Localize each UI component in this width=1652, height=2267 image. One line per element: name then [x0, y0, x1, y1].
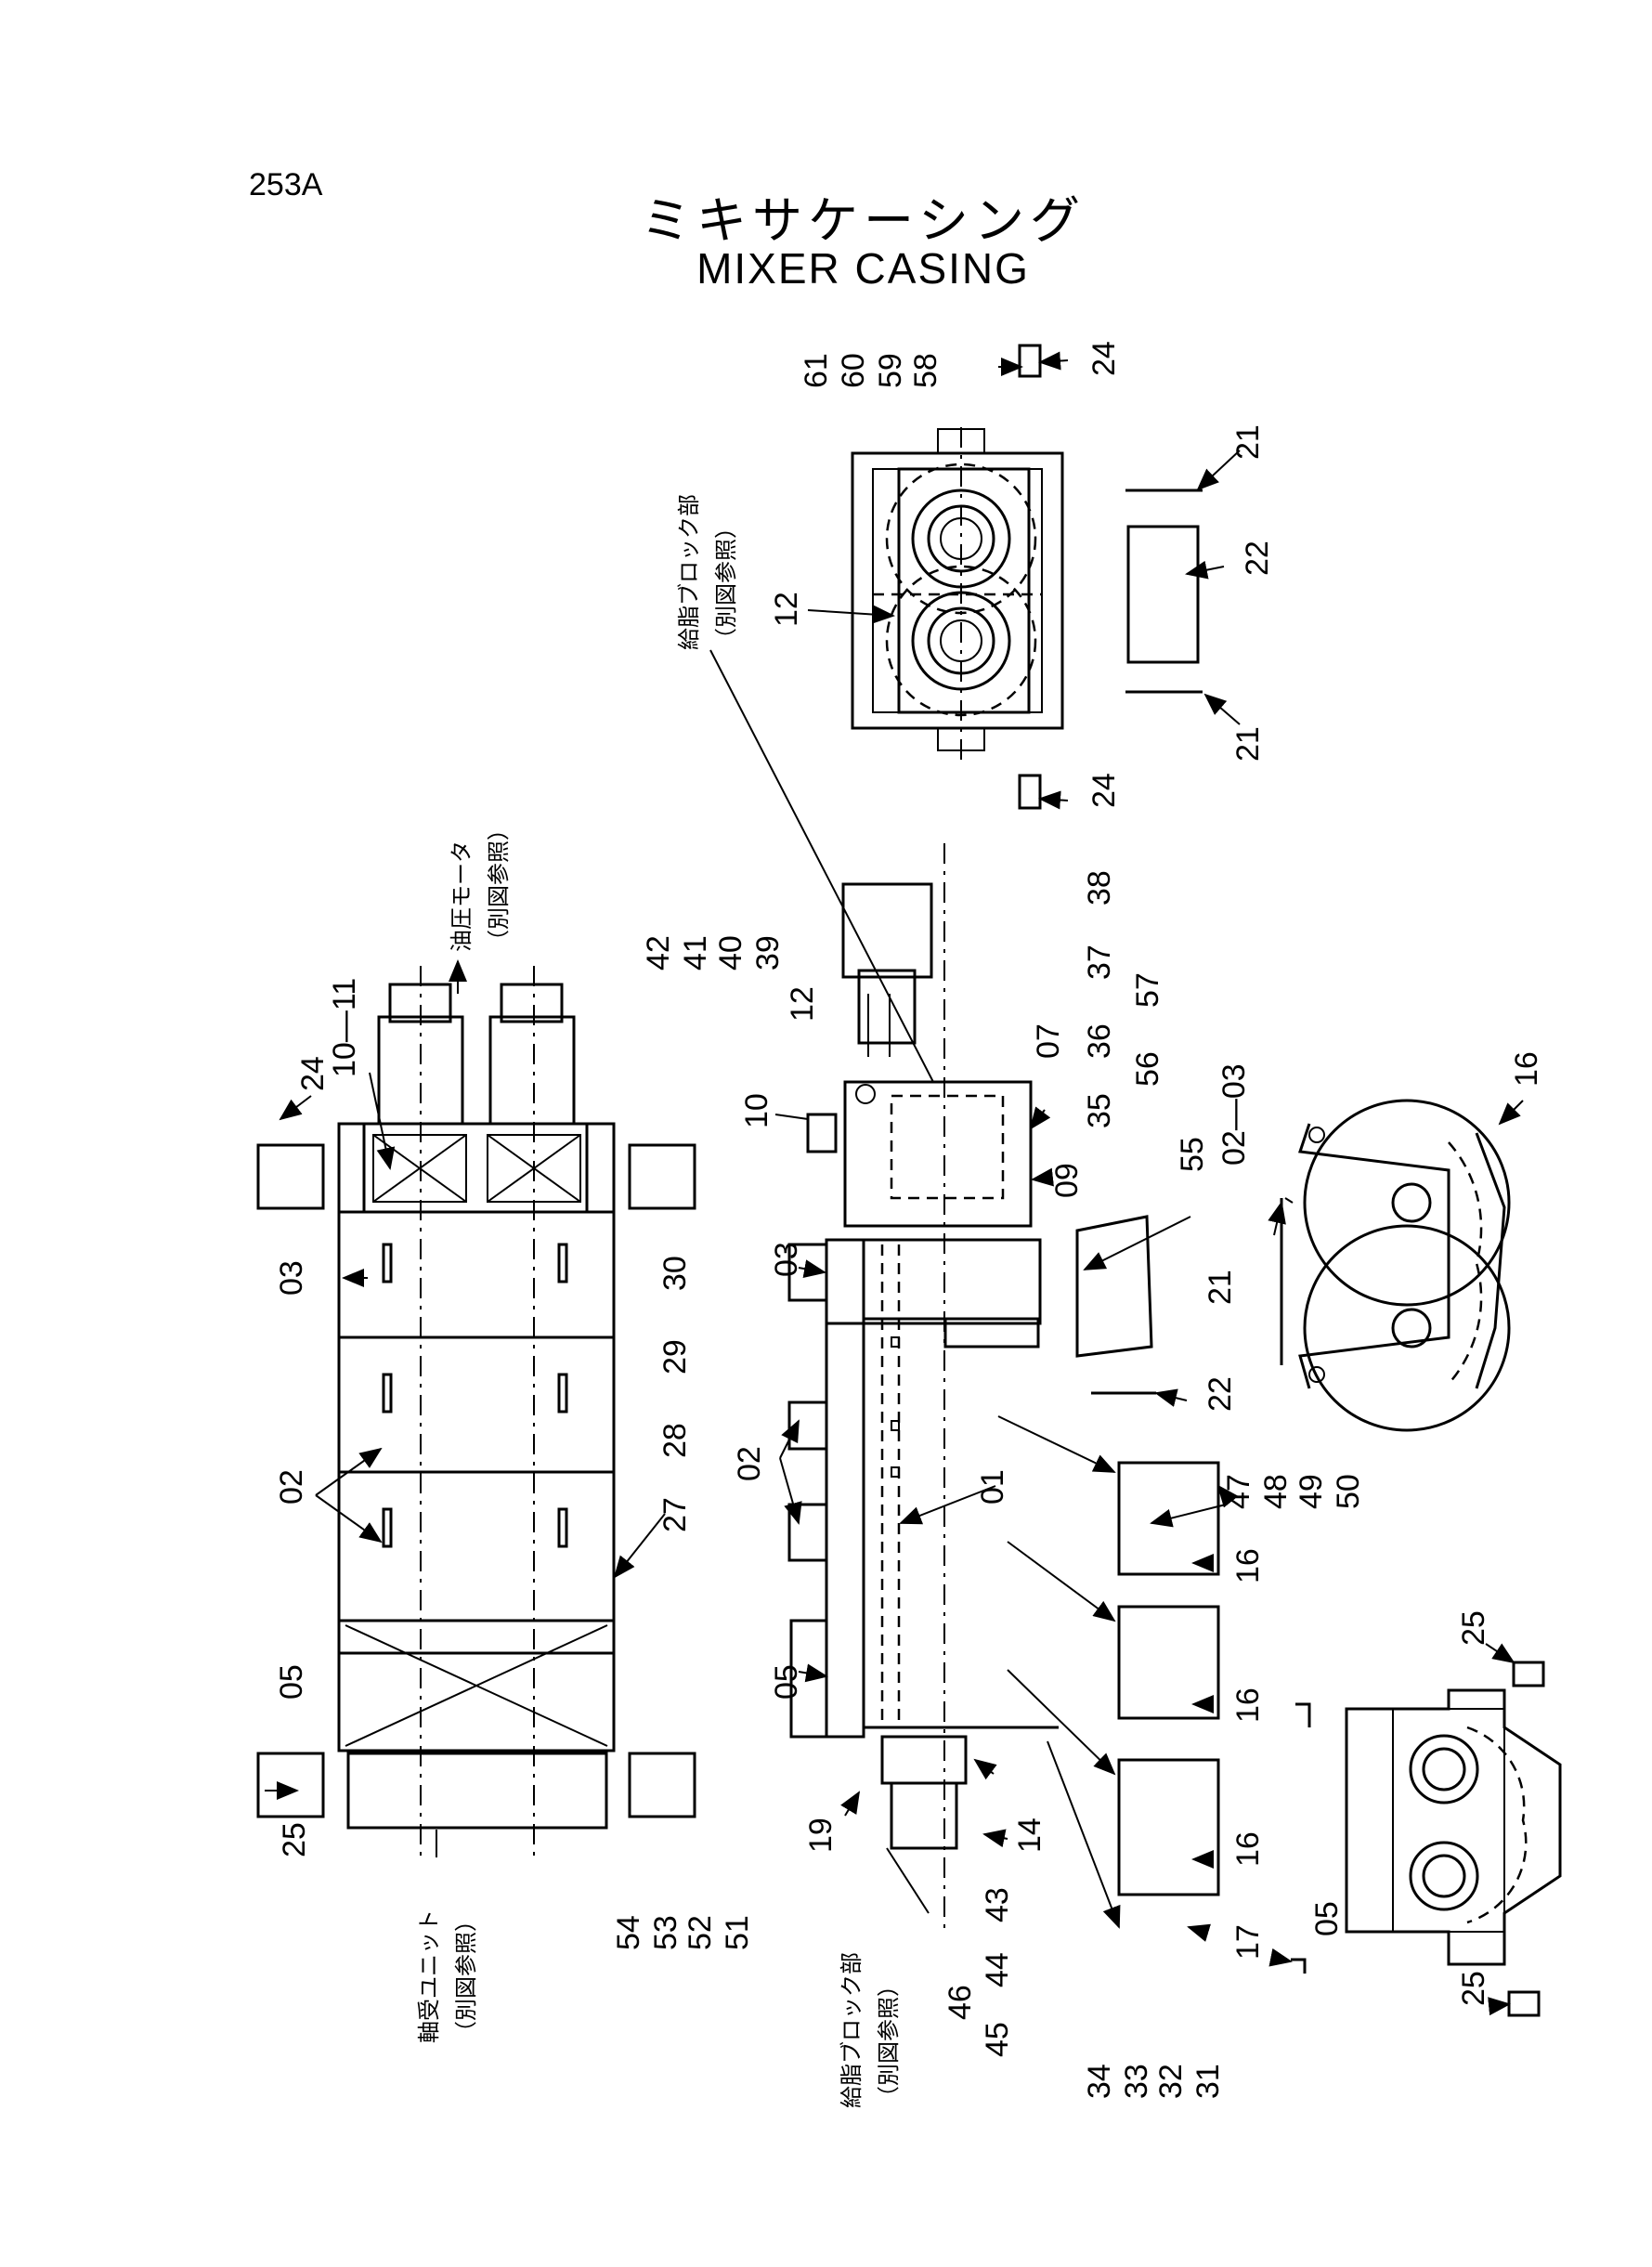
label-25: 25	[277, 1822, 312, 1857]
label-58: 58	[908, 353, 943, 388]
end-view-bottom	[1268, 1643, 1562, 2017]
label-60: 60	[836, 353, 871, 388]
label-22: 22	[1240, 541, 1275, 576]
label-05: 05	[1309, 1901, 1345, 1936]
label-28: 28	[657, 1423, 693, 1458]
label-57: 57	[1130, 972, 1165, 1008]
label-21: 21	[1230, 424, 1266, 460]
note-grease-block-top: 給脂ブロック部	[676, 494, 702, 650]
side-view	[774, 843, 1191, 1932]
label-44: 44	[980, 1952, 1015, 1987]
note-bearing-unit: 軸受ユニット	[416, 1909, 442, 2043]
label-45: 45	[980, 2022, 1015, 2057]
note-hydraulic-motor: 油圧モータ	[449, 840, 475, 952]
note-grease-block-top-ref: （別図参照）	[713, 516, 739, 650]
part-labels: 61 60 59 58 24 21 22 12 21 24 42 41 40 3…	[274, 341, 1544, 2108]
label-21: 21	[1230, 726, 1266, 762]
end-view-top-leaders	[709, 351, 1241, 1083]
label-02: 02	[274, 1469, 309, 1505]
label-25: 25	[1456, 1610, 1491, 1646]
label-01: 01	[975, 1469, 1010, 1505]
label-22: 22	[1203, 1376, 1238, 1412]
note-grease-block-bottom: 給脂ブロック部	[839, 1952, 865, 2108]
label-49: 49	[1294, 1474, 1329, 1509]
label-24: 24	[1086, 341, 1122, 376]
label-54: 54	[611, 1915, 646, 1950]
label-31: 31	[1190, 2064, 1226, 2099]
label-16: 16	[1509, 1051, 1544, 1087]
label-02: 02	[732, 1446, 767, 1481]
label-05: 05	[274, 1664, 309, 1700]
label-14: 14	[1012, 1818, 1047, 1853]
label-12: 12	[785, 986, 820, 1022]
label-59: 59	[873, 353, 908, 388]
label-16: 16	[1230, 1548, 1266, 1583]
label-46: 46	[943, 1985, 978, 2020]
label-27: 27	[657, 1497, 693, 1532]
plan-view	[256, 959, 696, 1857]
title-english: MIXER CASING	[696, 244, 1030, 293]
label-03: 03	[769, 1242, 804, 1277]
label-61: 61	[799, 353, 834, 388]
note-grease-block-bottom-ref: （別図参照）	[876, 1974, 902, 2108]
label-53: 53	[648, 1915, 683, 1950]
covers-16	[997, 1415, 1239, 1942]
label-55: 55	[1175, 1137, 1210, 1172]
label-21: 21	[1203, 1270, 1238, 1305]
label-30: 30	[657, 1256, 693, 1291]
note-hydraulic-motor-ref: （別図参照）	[486, 818, 512, 952]
label-03: 03	[274, 1260, 309, 1296]
label-02-03: 02—03	[1216, 1063, 1252, 1166]
label-40: 40	[713, 935, 748, 971]
label-09: 09	[1049, 1163, 1085, 1198]
label-50: 50	[1331, 1474, 1366, 1509]
label-39: 39	[750, 935, 786, 971]
label-35: 35	[1082, 1093, 1117, 1128]
twin-drum-section	[1268, 1099, 1524, 1432]
page-number: 253A	[249, 167, 323, 202]
label-33: 33	[1119, 2064, 1154, 2099]
label-24: 24	[1086, 773, 1122, 808]
label-17: 17	[1230, 1924, 1266, 1960]
label-47: 47	[1221, 1474, 1256, 1509]
label-32: 32	[1153, 2064, 1189, 2099]
label-36: 36	[1082, 1023, 1117, 1059]
note-bearing-unit-ref: （別図参照）	[453, 1909, 479, 2043]
label-48: 48	[1258, 1474, 1294, 1509]
label-16: 16	[1230, 1831, 1266, 1867]
label-25: 25	[1456, 1971, 1491, 2006]
plates-center	[1075, 1215, 1188, 1407]
label-10-11: 10—11	[327, 978, 362, 1077]
label-51: 51	[720, 1915, 755, 1950]
label-24: 24	[295, 1056, 331, 1091]
label-43: 43	[980, 1887, 1015, 1922]
label-07: 07	[1031, 1023, 1066, 1059]
label-29: 29	[657, 1339, 693, 1375]
label-12: 12	[769, 592, 804, 627]
label-16: 16	[1230, 1687, 1266, 1723]
label-52: 52	[683, 1915, 718, 1950]
label-34: 34	[1082, 2064, 1117, 2099]
label-37: 37	[1082, 945, 1117, 980]
label-42: 42	[641, 935, 676, 971]
label-41: 41	[678, 935, 713, 971]
label-56: 56	[1130, 1051, 1165, 1087]
label-38: 38	[1082, 870, 1117, 905]
end-view-top	[851, 344, 1203, 810]
label-05: 05	[769, 1664, 804, 1700]
title-japanese: ミキサケーシング	[641, 191, 1086, 250]
label-10: 10	[739, 1093, 774, 1128]
label-19: 19	[803, 1818, 839, 1853]
